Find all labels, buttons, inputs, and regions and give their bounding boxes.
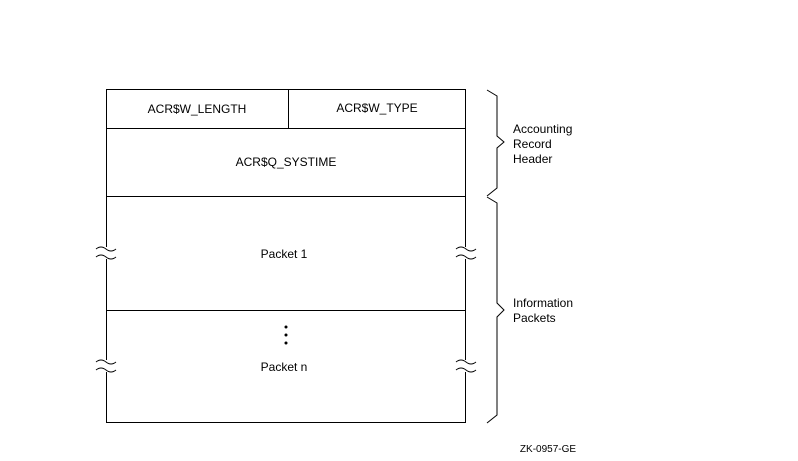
packets-label-line-1: Information xyxy=(513,296,573,310)
header-brace xyxy=(486,89,505,197)
packet-1-label: Packet 1 xyxy=(261,247,308,261)
field-acr-w-type: ACR$W_TYPE xyxy=(336,101,417,115)
header-label-line-2: Record xyxy=(513,137,552,151)
packet-n-label: Packet n xyxy=(261,360,308,374)
ellipsis-dots xyxy=(284,325,288,345)
figure-id: ZK-0957-GE xyxy=(520,444,576,455)
packets-label-line-2: Packets xyxy=(513,311,556,325)
header-label-line-1: Accounting xyxy=(513,122,572,136)
header-label-line-3: Header xyxy=(513,152,552,166)
break-mark-right-1 xyxy=(455,246,477,260)
field-acr-q-systime: ACR$Q_SYSTIME xyxy=(236,155,337,169)
break-mark-left-1 xyxy=(95,246,117,260)
packets-brace xyxy=(486,196,505,424)
break-mark-right-2 xyxy=(455,359,477,373)
break-mark-left-2 xyxy=(95,359,117,373)
field-acr-w-length: ACR$W_LENGTH xyxy=(148,102,247,116)
break-marks xyxy=(95,246,477,373)
